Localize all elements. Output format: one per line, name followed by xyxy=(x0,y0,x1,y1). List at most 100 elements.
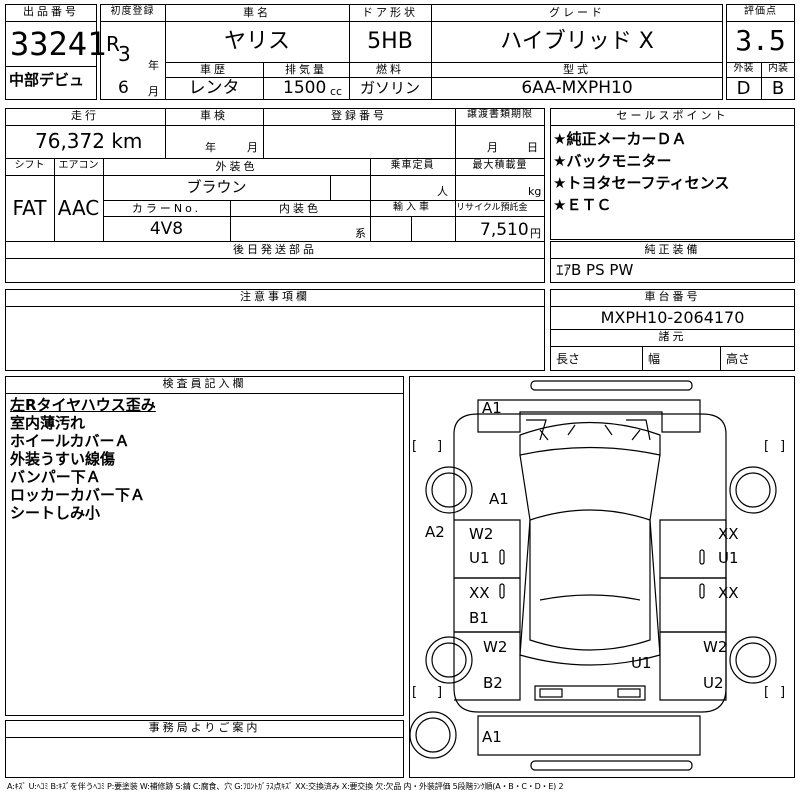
lot-cell xyxy=(5,4,97,100)
grade-value: ハイブリッド X xyxy=(500,29,654,54)
bracket-mark: [ xyxy=(764,439,770,454)
ext-color-value: ブラウン xyxy=(186,178,247,196)
lot-number: 33241 xyxy=(10,25,107,63)
transfer-label: 譲渡書類期限 xyxy=(467,109,533,120)
shift-label: シフト xyxy=(14,160,45,171)
color-no-label: カラーNo. xyxy=(131,202,202,215)
reg-era: R xyxy=(106,32,120,56)
mark-right-quarter-2: U2 xyxy=(703,674,724,692)
mileage-value: 76,372 km xyxy=(35,129,143,153)
score-cell xyxy=(726,4,795,100)
equipment-label: 純正装備 xyxy=(644,243,701,256)
length-label: 長さ xyxy=(556,352,581,366)
history-value: レンタ xyxy=(188,78,240,98)
int-color-label: 内装色 xyxy=(279,202,321,215)
inspector-remark: ホイールカバーＡ xyxy=(10,432,130,450)
legend-text: A:ｷｽﾞ U:ﾍｺﾐ B:ｷｽﾞを伴うﾍｺﾐ P:要塗装 W:補修跡 S:錆 … xyxy=(7,782,564,791)
door-type: 5HB xyxy=(367,29,413,54)
inspector-remark: 左Rタイヤハウス歪み xyxy=(10,396,156,414)
mark-trunk: U1 xyxy=(631,654,652,672)
bracket-mark: ] xyxy=(780,439,786,454)
capacity-label: 乗車定員 xyxy=(390,160,435,171)
bracket-mark: [ xyxy=(764,685,770,700)
mark-left-front-door-2: U1 xyxy=(469,549,490,567)
bracket-mark: ] xyxy=(437,685,443,700)
mark-left-front-door-1: W2 xyxy=(469,525,494,543)
later-parts-label: 後日発送部品 xyxy=(233,243,317,256)
office-label: 事務局よりご案内 xyxy=(148,721,261,734)
plate-label: 登録番号 xyxy=(331,109,387,122)
inspector-remark: 室内薄汚れ xyxy=(10,414,86,432)
header-grid xyxy=(100,4,723,100)
inspection-year-unit: 年 xyxy=(205,141,216,154)
reg-year: 3 xyxy=(118,42,131,66)
inspector-remark: ロッカーカバー下Ａ xyxy=(10,486,146,504)
equipment-box xyxy=(550,241,795,283)
int-grade: B xyxy=(771,78,785,99)
equipment-value: ｴｱB PS PW xyxy=(556,261,634,279)
capacity-unit: 人 xyxy=(437,185,448,198)
ext-grade-label: 外装 xyxy=(733,63,754,74)
reg-label: 初度登録 xyxy=(110,6,155,17)
month-unit: 月 xyxy=(148,85,159,98)
chassis-value: MXPH10-2064170 xyxy=(600,308,745,327)
transfer-month-unit: 月 xyxy=(487,141,498,154)
mark-left-rear-door-1: XX xyxy=(469,584,490,602)
width-label: 幅 xyxy=(648,352,661,366)
inspector-remark: 外装うすい線傷 xyxy=(10,450,116,468)
grade-label: グレード xyxy=(549,6,605,19)
fuel-value: ガソリン xyxy=(359,79,420,97)
mark-right-rear-door: XX xyxy=(718,584,739,602)
notes-box xyxy=(5,289,545,371)
inspector-label: 検査員記入欄 xyxy=(162,377,247,390)
mark-left-quarter-1: W2 xyxy=(483,638,508,656)
ac-label: エアコン xyxy=(58,160,99,171)
mark-left-fender: A2 xyxy=(425,523,445,541)
spec-label: 諸元 xyxy=(658,330,687,343)
displacement-value: 1500 xyxy=(283,78,327,98)
year-unit: 年 xyxy=(148,59,159,72)
int-color-unit: 系 xyxy=(355,227,366,240)
bracket-mark: [ xyxy=(412,439,418,454)
history-label: 車歴 xyxy=(200,63,228,76)
info-grid xyxy=(5,108,545,283)
mark-left-quarter-2: B2 xyxy=(483,674,503,692)
fuel-label: 燃料 xyxy=(376,63,404,76)
recycle-value: 7,510 xyxy=(480,220,529,240)
load-unit: kg xyxy=(528,185,542,198)
bracket-mark: ] xyxy=(780,685,786,700)
debut-label: 中部デビュ xyxy=(9,71,85,89)
int-grade-label: 内装 xyxy=(768,63,788,74)
lot-label: 出品番号 xyxy=(23,5,79,18)
shift-value: FAT xyxy=(12,196,47,220)
load-label: 最大積載量 xyxy=(472,160,528,171)
recycle-label: リサイクル預託金 xyxy=(456,203,528,213)
height-label: 高さ xyxy=(726,352,751,366)
recycle-unit: 円 xyxy=(530,227,541,240)
inspection-month-unit: 月 xyxy=(247,141,258,154)
inspection-label: 車検 xyxy=(200,109,228,122)
bracket-mark: [ xyxy=(412,685,418,700)
sales-point-item: ★トヨタセーフティセンス xyxy=(553,174,730,192)
car-name: ヤリス xyxy=(223,29,290,54)
sales-points-box xyxy=(550,108,795,240)
displacement-label: 排気量 xyxy=(285,63,327,76)
inspector-remark: シートしみ小 xyxy=(10,504,101,522)
ext-grade: D xyxy=(736,78,751,99)
mark-right-front-door-2: U1 xyxy=(718,549,739,567)
mark-right-front-door-1: XX xyxy=(718,525,739,543)
name-label: 車名 xyxy=(243,6,271,19)
mark-rear-bumper: A1 xyxy=(482,728,502,746)
notes-label: 注意事項欄 xyxy=(240,290,310,303)
mark-hood: A1 xyxy=(489,490,509,508)
bracket-mark: ] xyxy=(437,439,443,454)
mileage-label: 走行 xyxy=(71,109,99,122)
inspector-remark: バンパー下Ａ xyxy=(10,468,101,486)
car-diagram-box xyxy=(409,376,795,778)
inspector-box xyxy=(5,376,404,716)
chassis-box xyxy=(550,289,795,371)
mark-front-bumper: A1 xyxy=(482,399,502,417)
sales-point-item: ★ＥＴＣ xyxy=(553,196,612,214)
model-value: 6AA-MXPH10 xyxy=(521,78,633,98)
